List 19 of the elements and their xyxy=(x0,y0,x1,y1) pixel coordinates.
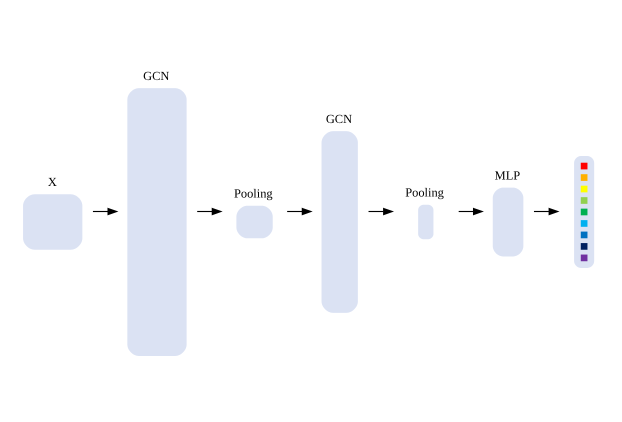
node-box xyxy=(322,130,358,312)
node-box xyxy=(23,194,82,250)
node-box xyxy=(127,88,187,356)
node-box xyxy=(492,187,524,256)
arrow xyxy=(197,207,223,215)
node-label: GCN xyxy=(143,68,170,82)
node-label: MLP xyxy=(494,168,520,182)
arrow xyxy=(287,207,313,215)
node-box xyxy=(418,204,434,239)
arrow xyxy=(534,207,560,215)
arrow xyxy=(458,207,484,215)
arrow xyxy=(368,207,394,215)
arrow xyxy=(92,207,118,215)
node-label: X xyxy=(48,174,57,189)
node-box xyxy=(236,205,273,238)
node-label: Pooling xyxy=(405,185,444,200)
node-label: GCN xyxy=(326,111,352,126)
node-label: Pooling xyxy=(234,186,273,200)
node-box xyxy=(574,156,594,268)
